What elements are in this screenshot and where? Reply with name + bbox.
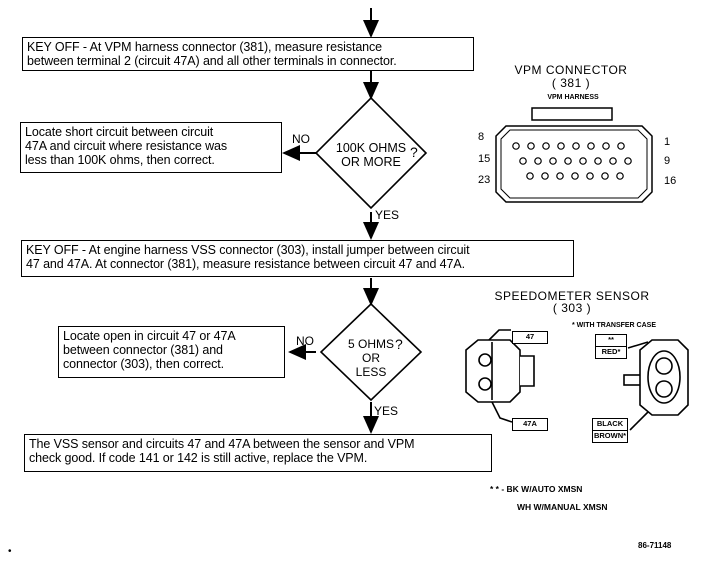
no2-box: Locate open in circuit 47 or 47A between… <box>58 326 285 378</box>
vpm-pin-label-23: 23 <box>478 174 491 186</box>
vpm-pin-cavity <box>519 157 527 165</box>
vpm-harness-label: VPM HARNESS <box>547 94 599 101</box>
wire-red-lead <box>627 341 649 349</box>
flow-lines <box>282 8 379 434</box>
legend-line-2: WH W/MANUAL XMSN <box>517 502 608 512</box>
decision1-yes-label: YES <box>375 208 400 222</box>
final-box: The VSS sensor and circuits 47 and 47A b… <box>24 434 492 472</box>
decision2-text: 5 OHMS OR LESS <box>347 337 394 379</box>
no1-box: Locate short circuit between circuit 47A… <box>20 122 282 173</box>
vpm-pin-cavity <box>587 142 595 150</box>
vpm-pin-cavity <box>556 172 564 180</box>
vpm-pin-cavity <box>586 172 594 180</box>
sensor-right-terminal-bottom <box>655 380 673 398</box>
decision2-diamond <box>319 302 423 402</box>
wire-tag-red: RED* <box>595 346 627 359</box>
wire-47a-lead <box>491 401 513 423</box>
wire-47-lead <box>488 329 511 341</box>
vpm-pin-cavity <box>541 172 549 180</box>
vpm-connector-drawing <box>495 107 653 203</box>
vpm-pin-label-9: 9 <box>664 155 671 167</box>
vpm-pin-cavity <box>594 157 602 165</box>
vpm-pin-label-15: 15 <box>478 153 491 165</box>
speedo-sensor-title: SPEEDOMETER SENSOR ( 303 ) <box>494 289 650 315</box>
sensor-body-left <box>465 339 521 403</box>
vpm-pin-cavity <box>549 157 557 165</box>
sensor-terminal-top <box>478 353 492 367</box>
vpm-pin-label-16: 16 <box>664 175 677 187</box>
step1-box: KEY OFF - At VPM harness connector (381)… <box>22 37 474 71</box>
vpm-pin-cavity <box>617 142 625 150</box>
sensor-flange-left <box>520 355 535 387</box>
bullet-mark: • <box>8 546 12 557</box>
sensor-terminal-bottom <box>478 377 492 391</box>
decision2-no-label: NO <box>296 334 314 348</box>
vpm-pin-cavity <box>557 142 565 150</box>
decision1-diamond <box>314 96 428 210</box>
decision1-no-label: NO <box>292 132 310 146</box>
wire-brown-lead <box>629 411 649 431</box>
sensor-right-terminal-top <box>655 357 673 375</box>
decision1-question-mark: ? <box>410 144 418 160</box>
legend-line-1: * * - BK W/AUTO XMSN <box>490 484 583 494</box>
speedo-sensor-right-view <box>623 339 689 431</box>
vpm-pin-cavity <box>601 172 609 180</box>
wire-tag-47: 47 <box>512 331 548 344</box>
wire-tag-star: ** <box>595 334 627 347</box>
decision2-yes-label: YES <box>374 404 399 418</box>
vpm-pin-cavity <box>527 142 535 150</box>
vpm-pin-cavity <box>571 172 579 180</box>
vpm-connector-inner <box>500 129 648 199</box>
decision2-question-mark: ? <box>395 336 403 352</box>
vpm-pin-cavity <box>542 142 550 150</box>
vpm-pin-cavity <box>572 142 580 150</box>
vpm-connector-pins <box>512 142 632 180</box>
vpm-pin-cavity <box>512 142 520 150</box>
speedo-sensor-left-view <box>465 329 535 423</box>
vpm-pin-cavity <box>534 157 542 165</box>
vpm-pin-cavity <box>616 172 624 180</box>
figure-id: 86-71148 <box>638 541 672 550</box>
vpm-pin-cavity <box>526 172 534 180</box>
vpm-pin-label-1: 1 <box>664 136 671 148</box>
vpm-connector-title: VPM CONNECTOR ( 381 ) <box>514 63 628 90</box>
vpm-pin-cavity <box>609 157 617 165</box>
vpm-connector-latch <box>531 107 613 121</box>
decision1-text: 100K OHMS OR MORE <box>335 141 407 169</box>
vpm-pin-cavity <box>602 142 610 150</box>
step2-box: KEY OFF - At engine harness VSS connecto… <box>21 240 574 277</box>
vpm-pin-label-8: 8 <box>478 131 485 143</box>
vpm-pin-cavity <box>579 157 587 165</box>
wire-tag-brown: BROWN* <box>592 430 628 443</box>
vpm-pin-cavity <box>564 157 572 165</box>
transfer-case-note: * WITH TRANSFER CASE <box>572 322 656 329</box>
wire-tag-47a: 47A <box>512 418 548 431</box>
vpm-pin-cavity <box>624 157 632 165</box>
